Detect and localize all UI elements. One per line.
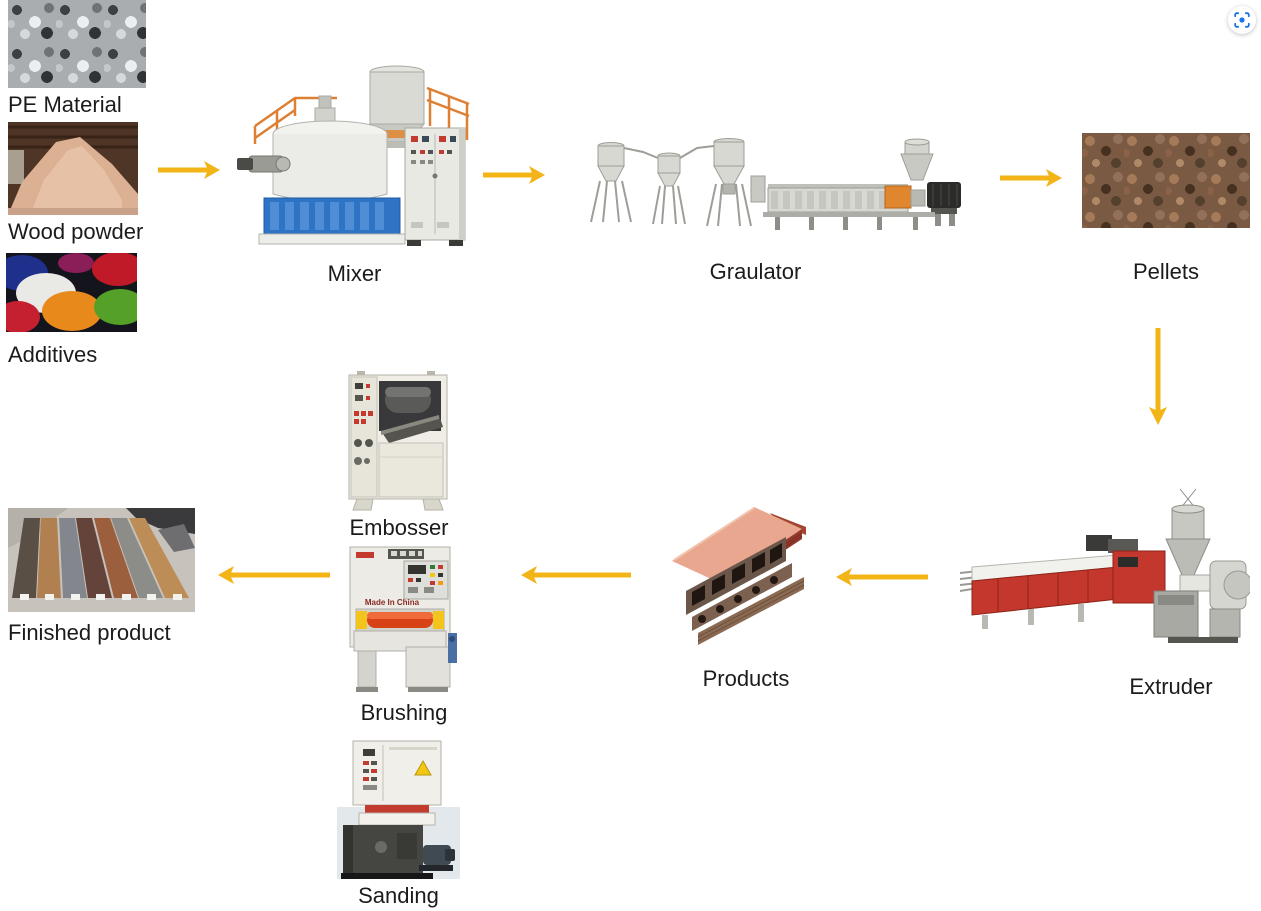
pellets-photo <box>1082 133 1250 228</box>
extruder-label: Extruder <box>1129 674 1213 699</box>
brushing-label: Brushing <box>360 700 448 725</box>
finished-product-photo <box>8 508 195 612</box>
mixer-machine-photo <box>237 60 472 252</box>
arrow-right-icon <box>1000 168 1062 188</box>
additives-photo <box>6 253 137 332</box>
arrow-left-icon <box>836 567 928 587</box>
graulator-machine-photo <box>583 136 965 238</box>
wood-powder-photo <box>8 122 138 215</box>
wood-powder-label: Wood powder <box>8 219 144 244</box>
additives-label: Additives <box>8 342 98 367</box>
image-search-icon <box>1234 12 1250 28</box>
arrow-left-icon <box>218 565 330 585</box>
products-photo <box>658 497 810 645</box>
embosser-label: Embosser <box>349 515 449 540</box>
graulator-label: Graulator <box>709 259 802 284</box>
arrow-right-icon <box>483 165 545 185</box>
products-label: Products <box>702 666 790 691</box>
extruder-machine-photo <box>958 487 1250 659</box>
arrow-left-icon <box>521 565 631 585</box>
pellets-label: Pellets <box>1132 259 1200 284</box>
pe-material-photo <box>8 0 146 88</box>
arrow-right-icon <box>158 160 220 180</box>
finished-product-label: Finished product <box>8 620 171 645</box>
mixer-label: Mixer <box>327 261 382 286</box>
sanding-machine-photo <box>337 737 460 882</box>
embosser-machine-photo <box>345 369 453 511</box>
arrow-down-icon <box>1148 328 1168 425</box>
pe-material-label: PE Material <box>8 92 122 117</box>
brushing-machine-photo: Made In China <box>348 545 460 693</box>
brushing-plate-text: Made In China <box>365 598 420 607</box>
sanding-label: Sanding <box>358 883 439 908</box>
image-search-button[interactable] <box>1228 6 1256 34</box>
